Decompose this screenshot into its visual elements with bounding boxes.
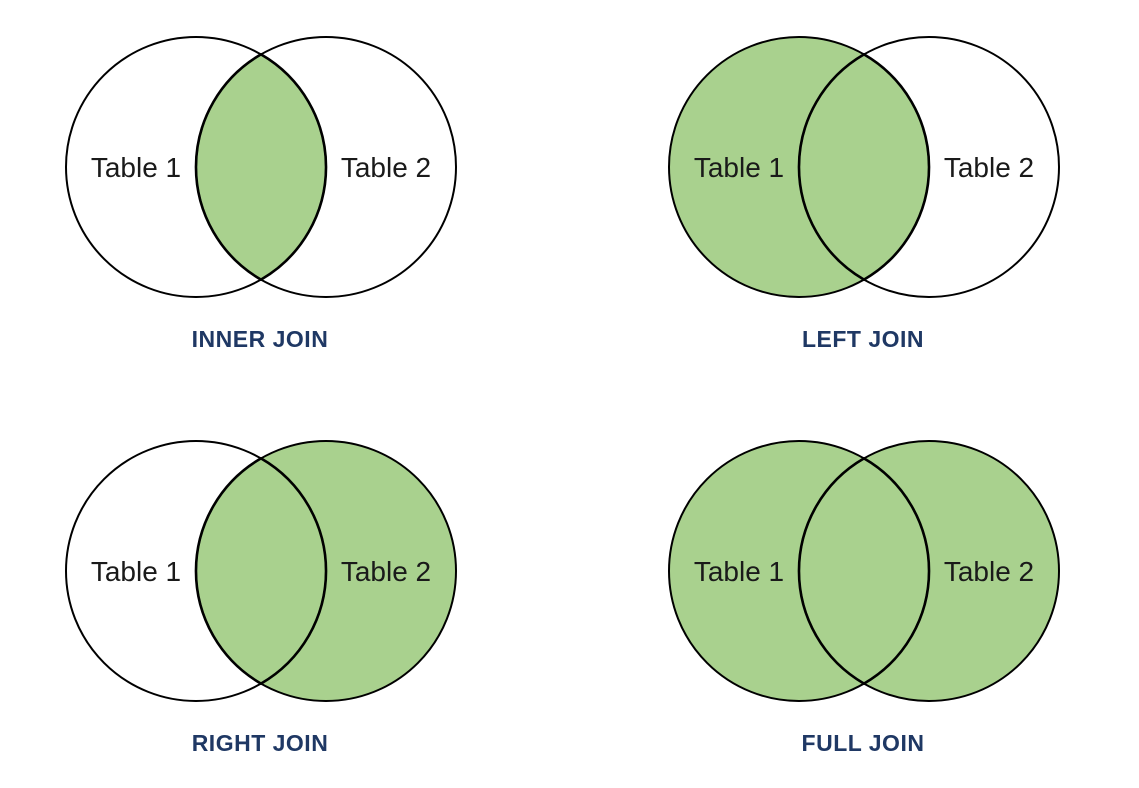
inner-join-title: INNER JOIN (191, 326, 329, 352)
right-join-venn: Table 1 Table 2 (65, 440, 457, 702)
right-join-title: RIGHT JOIN (191, 730, 329, 756)
table1-label: Table 1 (694, 152, 784, 183)
inner-join-venn: Table 1 Table 2 (65, 36, 457, 298)
table2-label: Table 2 (341, 556, 431, 587)
full-join-title: FULL JOIN (801, 730, 925, 756)
intersection-lens-outline (194, 456, 328, 686)
table1-label: Table 1 (91, 152, 181, 183)
full-join-venn: Table 1 Table 2 (668, 440, 1060, 702)
inner-join-diagram: Table 1 Table 2 INNER JOIN (30, 20, 490, 352)
intersection-lens-outline (194, 52, 328, 282)
intersection-lens-fill (195, 54, 327, 280)
table1-label: Table 1 (694, 556, 784, 587)
left-join-title: LEFT JOIN (801, 326, 925, 352)
table2-label: Table 2 (944, 556, 1034, 587)
intersection-lens-outline (797, 456, 931, 686)
table1-label: Table 1 (91, 556, 181, 587)
table2-label: Table 2 (341, 152, 431, 183)
left-join-diagram: Table 1 Table 2 LEFT JOIN (633, 20, 1093, 352)
right-join-diagram: Table 1 Table 2 RIGHT JOIN (30, 424, 490, 756)
full-join-diagram: Table 1 Table 2 FULL JOIN (633, 424, 1093, 756)
table2-label: Table 2 (944, 152, 1034, 183)
left-join-venn: Table 1 Table 2 (668, 36, 1060, 298)
intersection-lens-outline (797, 52, 931, 282)
